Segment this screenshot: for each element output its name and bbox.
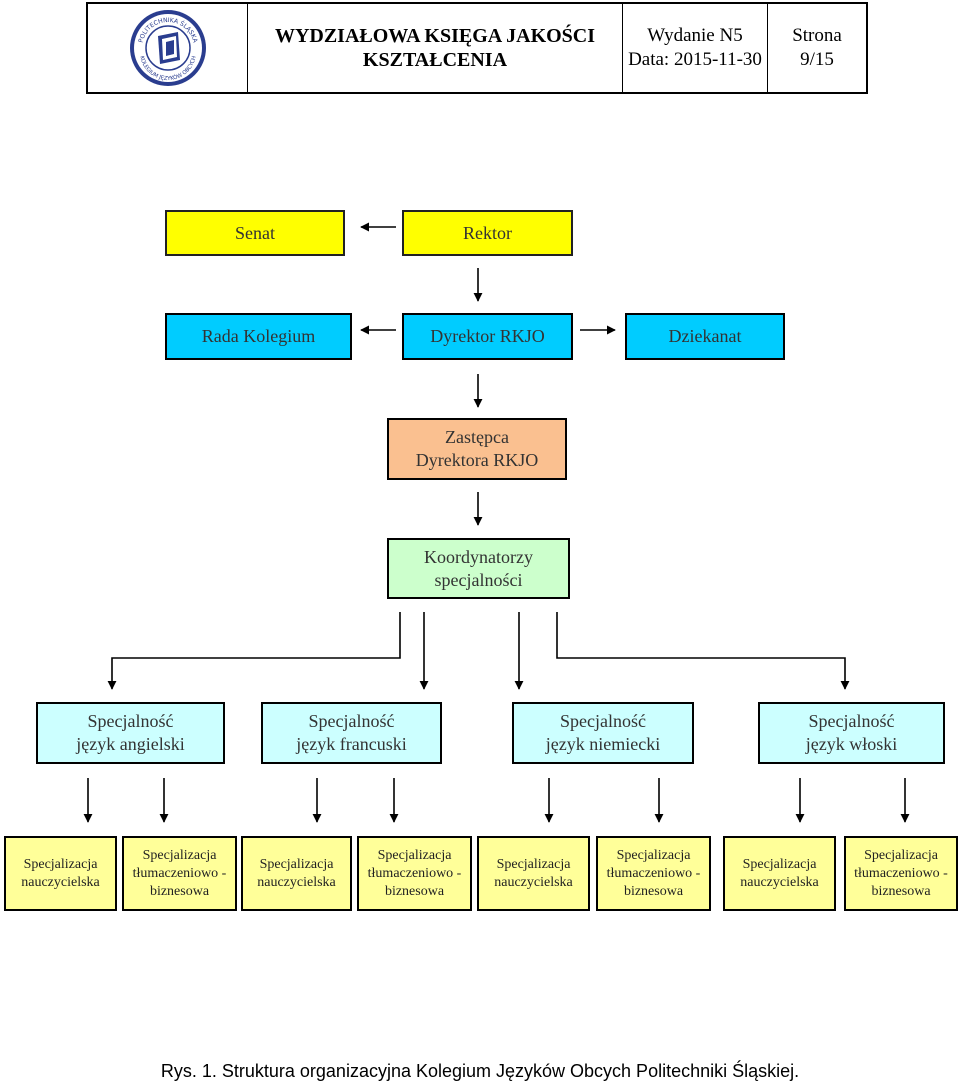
specjalizacja-type: nauczycielska [494,874,573,890]
specjalizacja-box-5: Specjalizacja nauczycielska [477,836,590,911]
specjalizacja-type: nauczycielska [257,874,336,890]
zastepca-box: Zastępca Dyrektora RKJO [387,418,567,480]
specjalizacja-type-cont: biznesowa [384,883,445,899]
title-line-2: KSZTAŁCENIA [362,49,508,71]
koordynatorzy-line-1: Koordynatorzy [424,546,533,567]
specjalizacja-label: Specjalizacja [864,847,938,863]
page-number: 9/15 [800,49,834,70]
specjalnosc-niemiecki-box: Specjalność język niemiecki [512,702,694,764]
specjalizacja-type-cont: biznesowa [623,883,684,899]
zastepca-line-1: Zastępca [445,427,509,447]
university-logo: POLITECHNIKA ŚLĄSKA KOLEGIUM JĘZYKÓW OBC… [129,10,206,86]
specjalizacja-type: nauczycielska [21,874,100,890]
specjalizacja-box-8: Specjalizacja tłumaczeniowo - biznesowa [844,836,958,911]
senat-box: Senat [165,210,345,256]
specjalnosc-label: Specjalność [560,711,646,731]
koordynatorzy-line-2: specjalności [434,569,523,590]
specjalizacja-type: tłumaczeniowo - [367,865,462,881]
specjalizacja-type-cont: biznesowa [871,883,931,899]
logo-cell: POLITECHNIKA ŚLĄSKA KOLEGIUM JĘZYKÓW OBC… [88,4,248,92]
specjalnosc-francuski-box: Specjalność język francuski [261,702,442,764]
specjalizacja-type-cont: biznesowa [149,883,210,899]
arrow-koord-angielski [107,612,401,690]
senat-label: Senat [235,222,275,243]
rada-kolegium-label: Rada Kolegium [201,326,316,346]
document-title: WYDZIAŁOWA KSIĘGA JAKOŚCI KSZTAŁCENIA [248,4,623,92]
document-header: POLITECHNIKA ŚLĄSKA KOLEGIUM JĘZYKÓW OBC… [86,2,868,94]
specjalizacja-box-6: Specjalizacja tłumaczeniowo - biznesowa [596,836,711,911]
rektor-box: Rektor [402,210,573,256]
specjalizacja-label: Specjalizacja [377,847,452,863]
edition-label: Wydanie N5 [647,25,743,46]
arrow-koord-wloski [556,612,850,690]
dyrektor-label: Dyrektor RKJO [430,326,545,346]
dziekanat-box: Dziekanat [625,313,785,360]
specjalizacja-box-3: Specjalizacja nauczycielska [241,836,352,911]
specjalnosc-label: Specjalność [87,711,174,731]
specjalizacja-label: Specjalizacja [259,856,334,872]
rada-kolegium-box: Rada Kolegium [165,313,352,360]
specjalnosc-wloski-box: Specjalność język włoski [758,702,945,764]
specjalizacja-box-7: Specjalizacja nauczycielska [723,836,836,911]
specjalnosc-language: język angielski [76,734,185,754]
specjalnosc-language: język niemiecki [545,734,661,754]
specjalizacja-type: nauczycielska [740,874,819,890]
specjalnosc-language: język francuski [296,734,407,754]
rektor-label: Rektor [463,222,512,243]
specjalizacja-type: tłumaczeniowo - [854,865,948,881]
specjalnosc-label: Specjalność [308,711,395,731]
dyrektor-box: Dyrektor RKJO [402,313,573,360]
specjalizacja-type: tłumaczeniowo - [132,865,227,881]
specjalizacja-box-4: Specjalizacja tłumaczeniowo - biznesowa [357,836,472,911]
specjalizacja-box-2: Specjalizacja tłumaczeniowo - biznesowa [122,836,237,911]
specjalizacja-label: Specjalizacja [742,856,817,872]
zastepca-line-2: Dyrektora RKJO [415,450,539,470]
edition-info: Wydanie N5 Data: 2015-11-30 [623,4,768,92]
specjalizacja-box-1: Specjalizacja nauczycielska [4,836,117,911]
specjalnosc-language: język włoski [805,734,898,754]
koordynatorzy-box: Koordynatorzy specjalności [387,538,570,599]
specjalizacja-type: tłumaczeniowo - [606,865,701,881]
specjalizacja-label: Specjalizacja [23,856,98,872]
page-label: Strona [792,25,842,46]
dziekanat-label: Dziekanat [668,326,742,346]
page-info: Strona 9/15 [768,4,866,92]
figure-caption: Rys. 1. Struktura organizacyjna Kolegium… [160,1061,800,1081]
title-line-1: WYDZIAŁOWA KSIĘGA JAKOŚCI [274,25,596,47]
edition-date: Data: 2015-11-30 [628,49,762,70]
specjalizacja-label: Specjalizacja [616,847,691,863]
specjalnosc-label: Specjalność [808,711,895,731]
specjalizacja-label: Specjalizacja [142,847,217,863]
specjalizacja-label: Specjalizacja [496,856,571,872]
specjalnosc-angielski-box: Specjalność język angielski [36,702,225,764]
